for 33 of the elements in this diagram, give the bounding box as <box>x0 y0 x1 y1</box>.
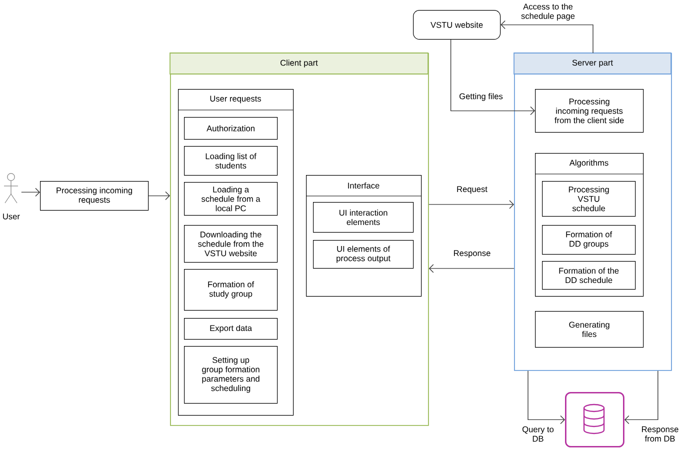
process-box: Loading a schedule from a local PC <box>184 182 278 216</box>
process-box: Loading list of students <box>184 146 278 176</box>
process-box: UI interaction elements <box>313 202 414 233</box>
process-box: Generating files <box>535 311 644 348</box>
process-box: Formation of DD groups <box>542 225 636 255</box>
process-box: Export data <box>184 318 278 340</box>
arrow <box>428 200 514 209</box>
arrow <box>428 264 514 273</box>
process-box: Downloading the schedule from the VSTU website <box>184 225 278 263</box>
arrow <box>450 39 535 116</box>
edge-label: Request <box>457 186 488 194</box>
process-box: Processing VSTU schedule <box>542 181 636 217</box>
edge-label: Access to the schedule page <box>521 3 575 21</box>
edge-label: Response from DB <box>642 426 678 442</box>
process-box: Processing incoming requests from the client side <box>535 89 644 133</box>
process-box: Formation of study group <box>184 269 278 311</box>
rounded-box: VSTU website <box>413 10 501 40</box>
edge-label: Response <box>454 250 490 258</box>
process-box: Formation of the DD schedule <box>542 261 636 290</box>
process-box: UI elements of process output <box>313 240 414 269</box>
arrow <box>148 191 170 200</box>
edge-label: Getting files <box>460 93 503 101</box>
stick-figure: User <box>3 173 20 220</box>
process-box: Authorization <box>184 117 278 140</box>
arrow <box>21 188 40 197</box>
arrow <box>500 20 594 54</box>
database-icon <box>565 392 624 448</box>
arrow <box>528 370 565 424</box>
process-box: Processing incoming requests <box>40 181 149 211</box>
edge-label: Query to DB <box>522 426 554 442</box>
process-box: Setting up group formation parameters and scheduling <box>184 346 278 404</box>
node-label: User <box>3 214 20 220</box>
arrow <box>624 370 658 424</box>
